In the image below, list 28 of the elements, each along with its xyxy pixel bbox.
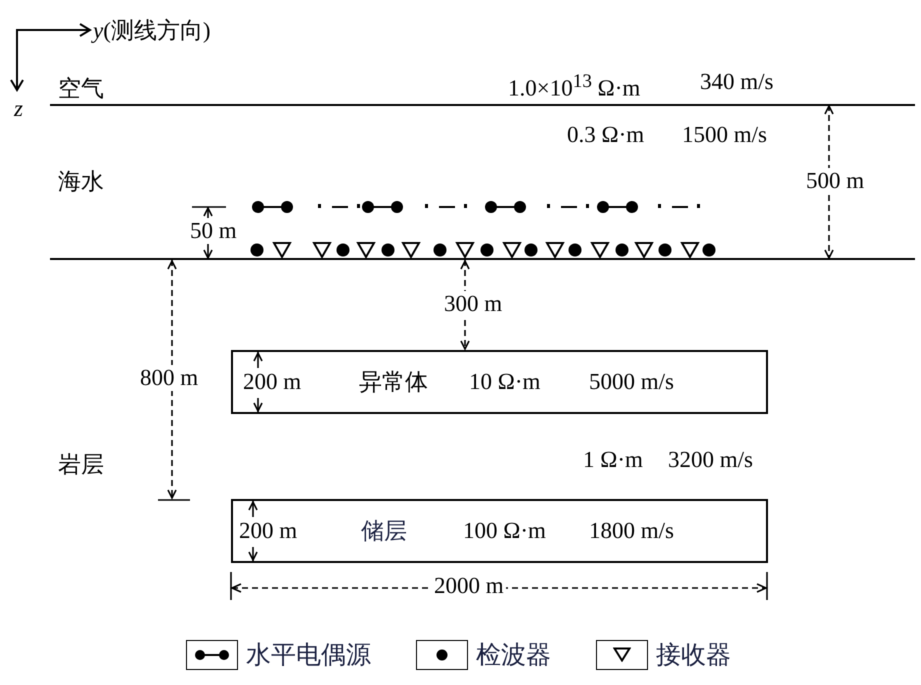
text-label: 800 m: [138, 365, 200, 391]
text-label: 300 m: [442, 291, 504, 317]
text-label: 1 Ω·m: [583, 447, 643, 473]
text-label: 3200 m/s: [668, 447, 753, 473]
text-label: 50 m: [190, 218, 237, 244]
text-label: 1.0×10$^{13}$ Ω·m: [508, 70, 640, 102]
box-label: 10 Ω·m: [469, 369, 540, 395]
layer-box: [231, 350, 768, 414]
text-label: 340 m/s: [700, 69, 774, 95]
text-label: z: [14, 96, 23, 122]
text-label: 500 m: [804, 168, 866, 194]
text-label: y(测线方向): [93, 18, 211, 44]
box-label: 异常体: [359, 368, 428, 396]
box-label: 200 m: [243, 369, 302, 395]
legend-label: 检波器: [476, 641, 551, 671]
legend-label: 接收器: [656, 641, 731, 671]
text-label: 岩层: [58, 452, 104, 478]
text-label: 1500 m/s: [682, 122, 767, 148]
box-label: 5000 m/s: [589, 369, 674, 395]
text-label: 空气: [58, 76, 104, 102]
layer-box: [231, 499, 768, 563]
box-label: 100 Ω·m: [463, 518, 546, 544]
box-label: 200 m: [239, 518, 298, 544]
box-label: 1800 m/s: [589, 518, 674, 544]
legend-label: 水平电偶源: [246, 641, 371, 671]
text-label: 海水: [58, 169, 104, 195]
box-label: 储层: [361, 518, 407, 546]
text-label: 0.3 Ω·m: [567, 122, 644, 148]
